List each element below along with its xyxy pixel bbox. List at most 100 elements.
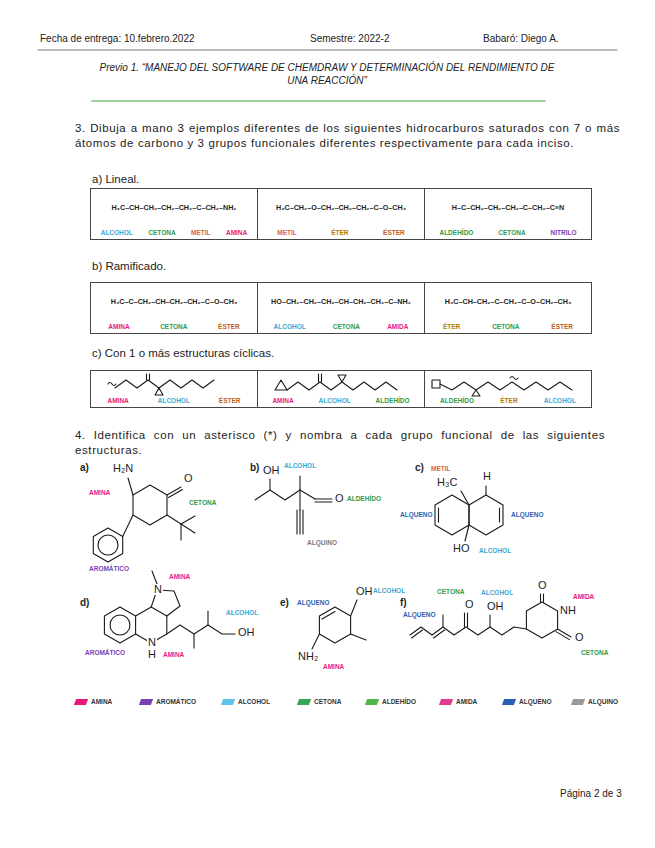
text-label: O: [464, 599, 475, 610]
table-cell: AMINA ALCOHOL ÉSTER: [90, 370, 258, 408]
legend-item: ALCOHOL: [222, 698, 270, 705]
page-title: Previo 1. “MANEJO DEL SOFTWARE DE CHEMDR…: [92, 62, 562, 87]
text-label: OH: [262, 465, 281, 476]
text-label: b): [250, 462, 259, 475]
group-tag: CETONA: [580, 650, 609, 657]
text-label: d): [80, 597, 89, 610]
table-cell: AMINA ALCOHOL ALDEHÍDO: [257, 370, 425, 408]
group-tag: ALCOHOL: [225, 610, 259, 617]
legend-swatch: [221, 699, 235, 705]
text-label: HO: [452, 543, 471, 554]
group-tag: ALCOHOL: [478, 548, 512, 555]
group-tag: CETONA: [436, 589, 465, 596]
group-row: ÉTER CETONA ÉSTER: [427, 323, 589, 331]
group-row: AMINA CETONA ÉSTER: [93, 323, 255, 331]
group-row: AMINA ALCOHOL ALDEHÍDO: [260, 397, 422, 405]
structural-formula: H–C–CH₂–CH₂–CH₂–C–CH₂–C≡N: [425, 203, 591, 212]
legend-text: ALQUINO: [588, 698, 618, 705]
legend-item: ALDEHÍDO: [366, 698, 416, 705]
legend-item: AROMÁTICO: [140, 698, 196, 705]
group-tag: METIL: [430, 466, 452, 473]
table-cell: H–C–CH₂–CH₂–CH₂–C–CH₂–C≡N ALDEHÍDO CETONA N…: [424, 188, 592, 240]
group-row: AMINA ALCOHOL ÉSTER: [93, 397, 255, 405]
legend-swatch: [502, 699, 516, 705]
group-tag: AMIDA: [572, 594, 595, 601]
group-tag: CETONA: [147, 229, 176, 237]
group-tag: AMINA: [322, 664, 345, 671]
group-tag: ÉSTER: [550, 323, 574, 331]
text-label: Babaró: Diego A.: [483, 33, 559, 46]
text-label: NH₂: [297, 651, 319, 662]
group-tag: NITRILO: [550, 229, 578, 237]
group-tag: ALDEHÍDO: [439, 397, 475, 405]
group-tag: AMINA: [107, 323, 130, 331]
text-label: O: [183, 473, 194, 484]
legend-text: AMINA: [91, 698, 112, 705]
group-tag: CETONA: [491, 323, 520, 331]
structural-formula: H₃C–CH–CH₂–C–CH₂–C–O–CH₂–CH₃: [425, 297, 591, 306]
group-tag: AMIDA: [386, 323, 409, 331]
group-tag: ÉSTER: [218, 397, 242, 405]
group-row: METILÉTERÉSTER: [260, 229, 422, 237]
group-tag: ÉTER: [442, 323, 461, 331]
group-tag: CETONA: [188, 500, 217, 507]
group-tag: ALCOHOL: [157, 397, 191, 405]
text-label: e): [280, 597, 289, 610]
group-tag: AMINA: [168, 574, 191, 581]
group-tag: ALQUINO: [306, 540, 338, 547]
group-row: ALCOHOLCETONAMETILAMINA: [93, 229, 255, 237]
text-label: c): [415, 462, 424, 475]
text-label: H: [147, 649, 157, 660]
legend-swatch: [439, 699, 453, 705]
text-label: O: [574, 632, 585, 643]
legend-text: AMIDA: [456, 698, 477, 705]
text-label: NH: [559, 605, 577, 616]
text-label: a) Lineal.: [92, 172, 139, 186]
legend-item: AMINA: [75, 698, 112, 705]
group-row: ALDEHÍDOÉTERALCOHOL: [427, 397, 589, 405]
group-tag: ALCOHOL: [318, 397, 352, 405]
text-label: Fecha de entrega: 10.febrero.2022: [40, 33, 195, 46]
group-row: ALCOHOLCETONAAMIDA: [260, 323, 422, 331]
legend-text: ALDEHÍDO: [382, 698, 416, 705]
text-label: N: [147, 637, 157, 648]
group-tag: ÉTER: [330, 229, 349, 237]
text-label: H: [482, 471, 492, 482]
group-tag: ALDEHÍDO: [438, 229, 474, 237]
legend-item: AMIDA: [440, 698, 477, 705]
group-tag: CETONA: [497, 229, 526, 237]
table-cell: H₃C–CH–CH₂–C–CH₂–C–O–CH₂–CH₃ ÉTER CETONA ÉS…: [424, 282, 592, 334]
group-tag: ALCOHOL: [283, 463, 317, 470]
group-tag: ALDEHÍDO: [346, 496, 382, 503]
group-tag: ALCOHOL: [100, 229, 134, 237]
group-tag: ALCOHOL: [480, 590, 514, 597]
legend-swatch: [365, 699, 379, 705]
group-tag: AMINA: [88, 490, 111, 497]
legend-swatch: [571, 699, 585, 705]
text-label: Semestre: 2022-2: [310, 33, 390, 46]
text-label: Página 2 de 3: [560, 788, 622, 801]
legend-swatch: [74, 699, 88, 705]
group-tag: AMINA: [271, 397, 294, 405]
legend-text: CETONA: [314, 698, 341, 705]
group-tag: CETONA: [159, 323, 188, 331]
group-tag: ALDEHÍDO: [375, 397, 411, 405]
text-label: O: [334, 493, 345, 504]
text-label: OH: [355, 586, 374, 597]
group-tag: AMINA: [106, 397, 129, 405]
group-tag: ALCOHOL: [273, 323, 307, 331]
legend-item: ALQUENO: [503, 698, 552, 705]
table-cell: HO–CH₂–CH₂–CH₂–CH–CH₂–CH₂–C–NH₂ALCOHOLCE…: [257, 282, 425, 334]
legend-swatch: [139, 699, 153, 705]
legend-text: ALCOHOL: [238, 698, 270, 705]
group-tag: ÉSTER: [217, 323, 241, 331]
text-label: OH: [237, 627, 256, 638]
group-tag: ÉTER: [499, 397, 518, 405]
text-label: OH: [486, 601, 505, 612]
question-text: 4. Identifica con un asterisco (*) y nom…: [75, 428, 605, 458]
text-label: a): [80, 462, 89, 475]
text-label: b) Ramificado.: [92, 259, 166, 273]
structural-formula: H₃C–CH₂–O–CH₂–CH₂–CH₂–C–O–CH₃: [258, 203, 424, 212]
text-label: O: [537, 580, 548, 591]
